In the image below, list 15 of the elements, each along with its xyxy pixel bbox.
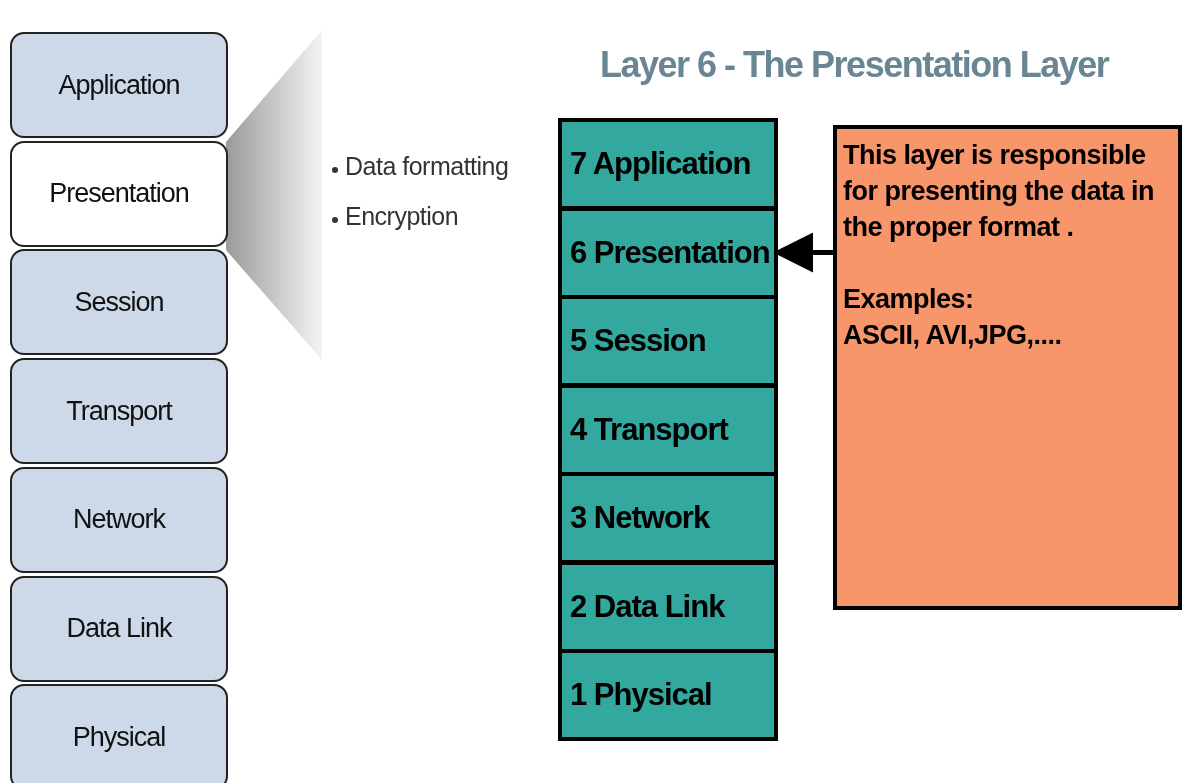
layer-box: 7 Application [558, 118, 778, 210]
layer-box: Physical [10, 684, 228, 783]
title: Layer 6 - The Presentation Layer [600, 44, 1109, 86]
layer-box: Transport [10, 358, 228, 465]
layer-box: Application [10, 32, 228, 138]
examples-text: ASCII, AVI,JPG,.... [843, 319, 1063, 352]
description-text: This layer is responsible for presenting the data in the proper format . [843, 139, 1156, 244]
layer-box: Session [10, 249, 228, 356]
examples-text: Examples: [843, 283, 975, 316]
layer-box: Network [10, 466, 228, 573]
note-box [833, 125, 1182, 610]
layer-box: Data Link [10, 575, 228, 682]
layer-box: Presentation [10, 140, 228, 247]
bullet-item: Data formatting [345, 152, 509, 181]
bullet-item: Encryption [345, 202, 459, 231]
